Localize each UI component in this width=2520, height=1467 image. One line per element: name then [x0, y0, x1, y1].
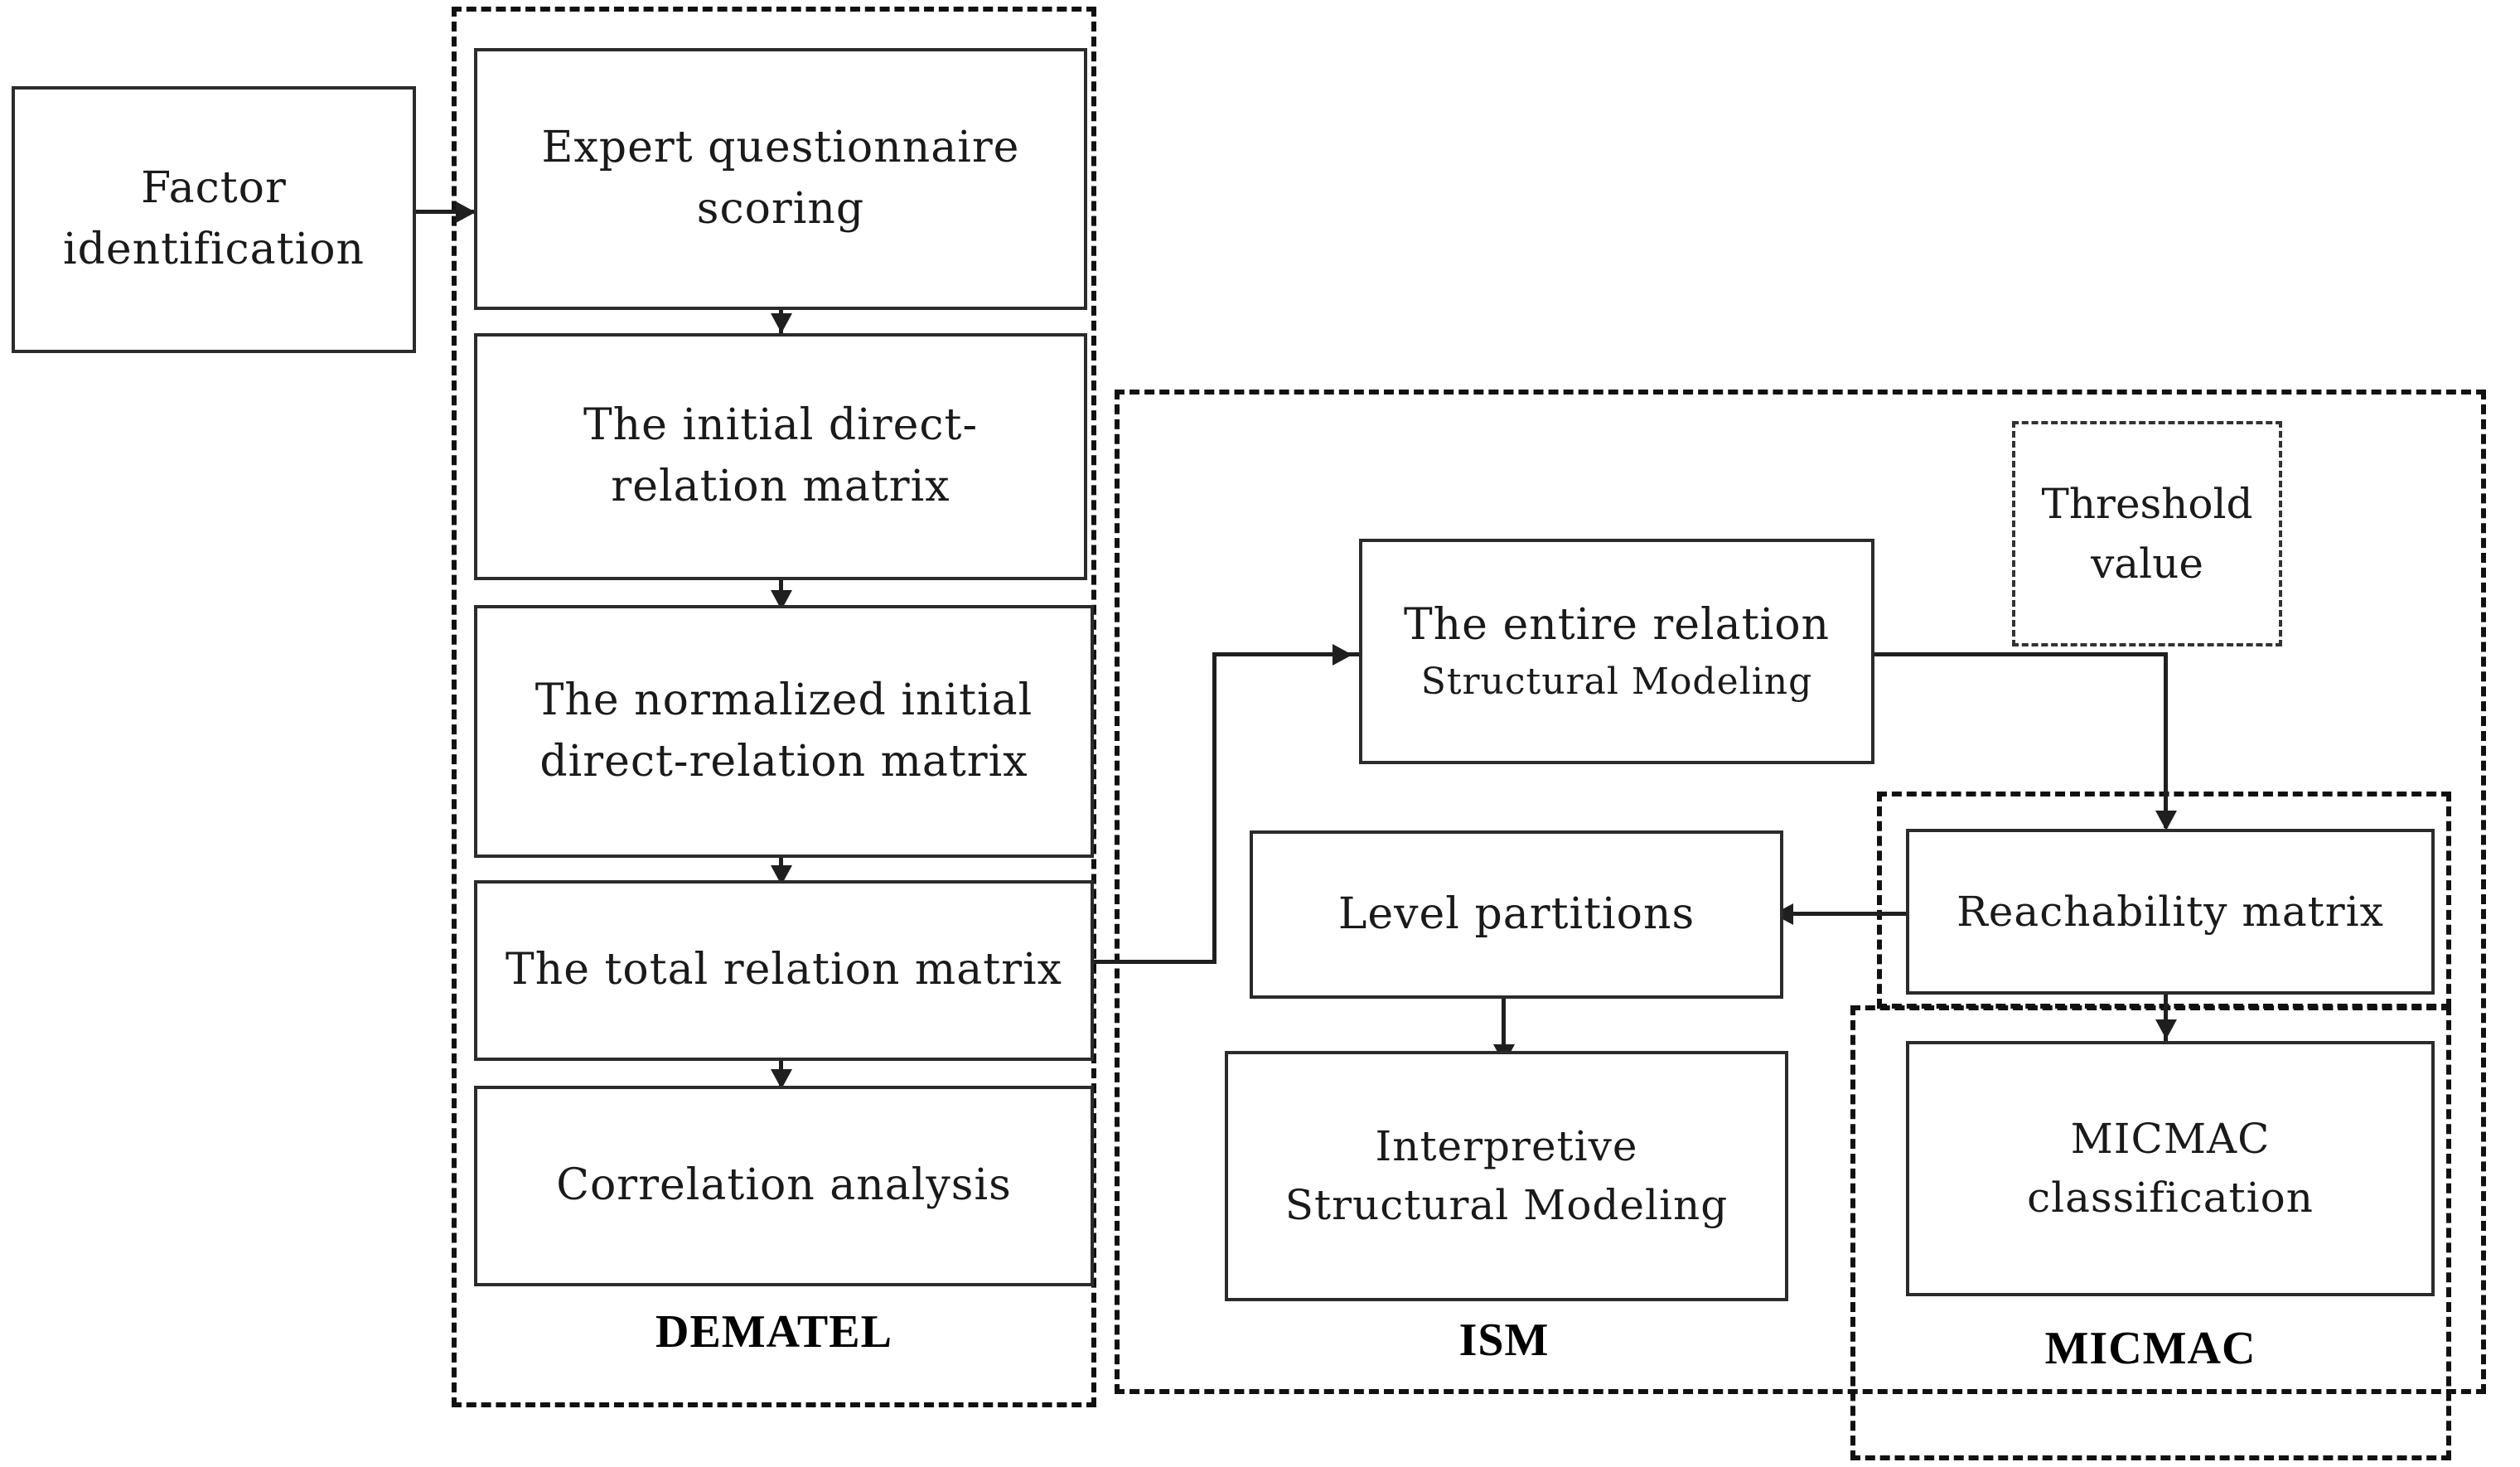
- node-threshold-value-label: Threshold value: [2041, 479, 2253, 588]
- group-label-dematel: DEMATEL: [655, 1306, 892, 1358]
- group-ism: [1115, 390, 2486, 1394]
- group-label-micmac: MICMAC: [2044, 1323, 2256, 1374]
- node-initial-direct-relation-matrix[interactable]: The initial direct- relation matrix: [474, 333, 1087, 580]
- node-normalized-initial-direct-relation-matrix-label: The normalized initial direct-relation m…: [534, 675, 1033, 787]
- group-dematel: [452, 7, 1096, 1407]
- node-total-relation-matrix-label: The total relation matrix: [505, 945, 1062, 995]
- connector-factor-to-expert: [414, 210, 474, 214]
- node-reachability-matrix[interactable]: Reachability matrix: [1906, 829, 2435, 995]
- node-reachability-matrix-label: Reachability matrix: [1957, 887, 2384, 936]
- arrowhead-expert-to-initial: [771, 313, 792, 333]
- connector-level-to-ism: [1502, 999, 1506, 1050]
- node-entire-relation-structural-modeling[interactable]: The entire relation Structural Modeling: [1359, 539, 1874, 764]
- connector-reach-to-level: [1782, 912, 1908, 916]
- node-level-partitions-label: Level partitions: [1337, 888, 1695, 939]
- node-total-relation-matrix[interactable]: The total relation matrix: [474, 880, 1094, 1061]
- arrowhead-factor-to-expert: [456, 201, 476, 223]
- node-factor-identification-label: Factor identification: [62, 163, 365, 274]
- connector-reach-to-micmac: [2164, 993, 2168, 1041]
- node-micmac-classification-label: MICMAC classification: [2027, 1115, 2314, 1222]
- node-correlation-analysis[interactable]: Correlation analysis: [474, 1086, 1094, 1286]
- connector-total-to-entire-h2: [1212, 652, 1362, 656]
- arrowhead-entire-to-reach: [2155, 811, 2177, 830]
- node-threshold-value[interactable]: Threshold value: [2012, 421, 2282, 646]
- node-level-partitions[interactable]: Level partitions: [1250, 830, 1783, 999]
- arrowhead-reach-to-micmac: [2155, 1019, 2177, 1039]
- connector-entire-to-reach-h: [1871, 652, 2168, 656]
- node-entire-relation-line1: The entire relation: [1403, 599, 1830, 650]
- connector-entire-to-reach-v: [2164, 652, 2168, 828]
- node-expert-questionnaire-scoring-label: Expert questionnaire scoring: [541, 123, 1020, 234]
- node-interpretive-structural-modeling[interactable]: Interpretive Structural Modeling: [1225, 1051, 1788, 1301]
- node-expert-questionnaire-scoring[interactable]: Expert questionnaire scoring: [474, 48, 1087, 310]
- connector-total-to-entire-v: [1212, 652, 1216, 964]
- node-interpretive-structural-modeling-label: Interpretive Structural Modeling: [1284, 1122, 1729, 1229]
- node-initial-direct-relation-matrix-label: The initial direct- relation matrix: [583, 400, 979, 511]
- node-micmac-classification[interactable]: MICMAC classification: [1906, 1041, 2435, 1296]
- node-factor-identification[interactable]: Factor identification: [12, 86, 416, 353]
- group-label-ism: ISM: [1458, 1314, 1550, 1366]
- node-entire-relation-line2: Structural Modeling: [1420, 660, 1813, 703]
- node-correlation-analysis-label: Correlation analysis: [556, 1160, 1012, 1211]
- node-normalized-initial-direct-relation-matrix[interactable]: The normalized initial direct-relation m…: [474, 605, 1094, 858]
- arrowhead-total-to-entire: [1333, 644, 1352, 666]
- connector-total-to-entire-h1: [1092, 960, 1216, 964]
